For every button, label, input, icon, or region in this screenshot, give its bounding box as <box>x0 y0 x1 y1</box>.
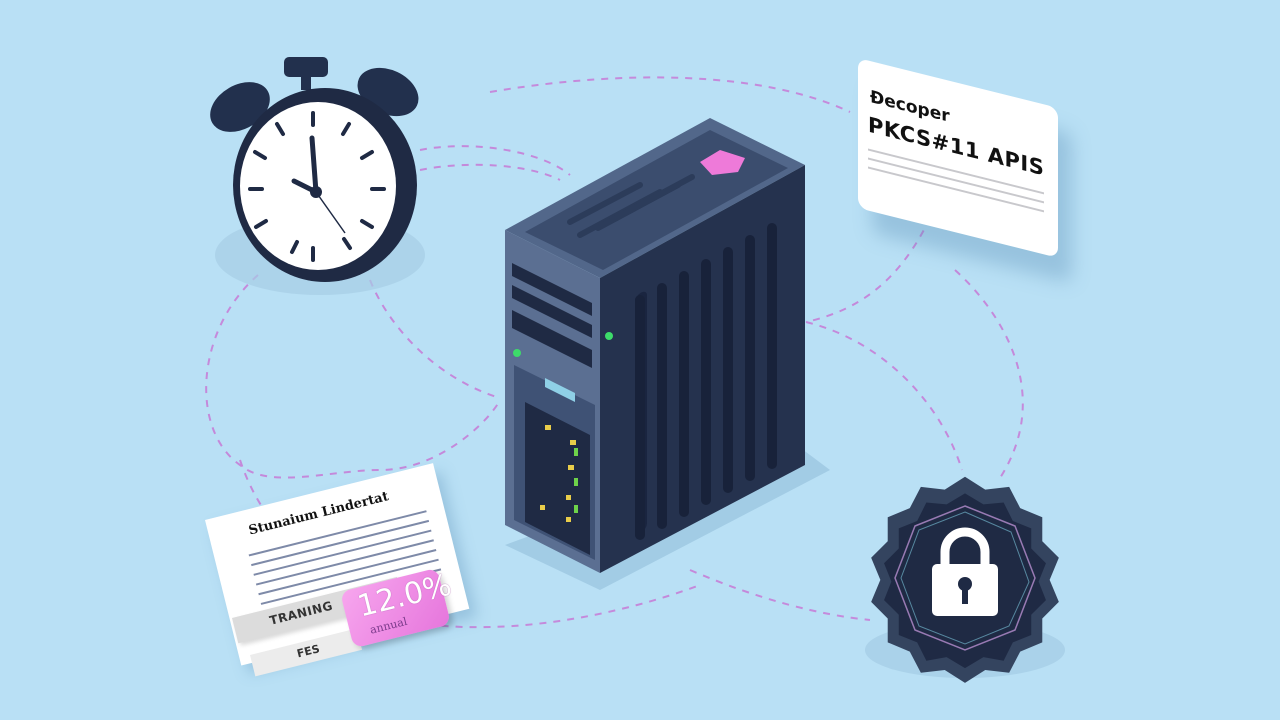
padlock-icon <box>932 527 998 616</box>
